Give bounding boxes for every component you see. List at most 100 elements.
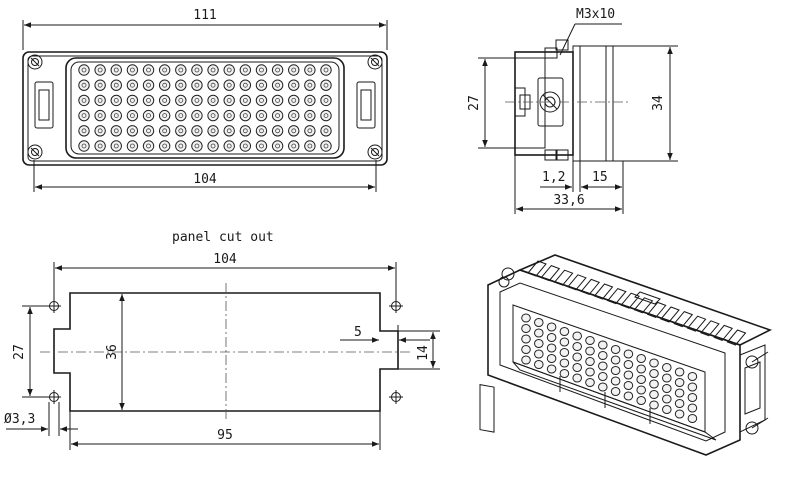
contact-pin-core — [162, 98, 168, 103]
iso-contact-pin — [559, 369, 570, 378]
contact-pin — [126, 109, 139, 122]
contact-pin-core — [162, 67, 168, 73]
contact-pin — [94, 109, 106, 122]
contact-pin — [223, 109, 235, 122]
iso-contact-pin — [649, 358, 659, 368]
iso-fin — [673, 311, 694, 328]
iso-contact-pin — [649, 369, 659, 378]
contact-pin — [207, 109, 219, 122]
contact-pin-core — [242, 67, 248, 73]
front-view: 111 104 — [22, 8, 388, 192]
iso-contact-pin — [534, 360, 544, 369]
iso-fin — [713, 324, 734, 341]
dim-33-6-label: 33,6 — [553, 193, 584, 208]
contact-pin-core — [178, 82, 184, 88]
contact-pin-core — [210, 82, 216, 88]
iso-contact-pin — [572, 331, 583, 341]
contact-pin — [158, 79, 171, 91]
contact-pin — [142, 79, 155, 91]
contact-pin — [94, 140, 106, 152]
contact-pin-core — [194, 67, 200, 73]
contact-pin-core — [226, 67, 232, 73]
contact-pin-core — [226, 98, 232, 103]
contact-pin-core — [113, 82, 119, 88]
contact-pin — [320, 125, 332, 137]
contact-pin-core — [307, 143, 313, 149]
contact-pin — [78, 94, 90, 107]
contact-pin — [142, 140, 155, 152]
iso-contact-pin — [623, 360, 634, 369]
contact-pin — [191, 109, 203, 122]
contact-pin-core — [307, 82, 313, 88]
contact-pin-core — [210, 67, 216, 73]
contact-pin-core — [275, 98, 281, 103]
contact-pin-core — [259, 67, 264, 73]
contact-pin-core — [97, 143, 103, 149]
contact-pin — [255, 140, 268, 152]
contact-pin-core — [194, 128, 200, 134]
contact-pin-core — [81, 82, 87, 88]
contact-pin-grid — [78, 64, 332, 152]
iso-contact-pin — [636, 354, 647, 363]
iso-contact-pin — [662, 394, 672, 404]
contact-pin-core — [259, 98, 264, 103]
contact-pin-core — [81, 98, 87, 103]
contact-pin — [239, 64, 252, 76]
contact-pin — [110, 94, 122, 107]
contact-pin — [78, 79, 90, 91]
contact-pin-core — [323, 128, 329, 134]
contact-pin-core — [113, 128, 119, 134]
contact-pin-core — [323, 113, 329, 118]
iso-fin — [606, 288, 627, 305]
contact-pin — [78, 125, 90, 137]
contact-pin-core — [178, 67, 184, 73]
m3-leader-line — [559, 23, 576, 56]
panel-cutout-view: panel cut out 104 27 36 5 — [4, 230, 440, 450]
contact-pin — [288, 140, 300, 152]
contact-pin — [271, 64, 284, 76]
front-latches — [34, 81, 376, 129]
contact-pin-core — [275, 143, 281, 149]
iso-contact-pin — [572, 352, 583, 362]
iso-contact-pin — [687, 393, 698, 402]
iso-contact-pin — [636, 375, 647, 384]
contact-pin — [288, 109, 300, 122]
contact-pin-core — [81, 113, 87, 118]
contact-pin — [175, 94, 187, 107]
contact-pin-core — [307, 98, 313, 103]
contact-pin-core — [146, 98, 151, 103]
contact-pin — [110, 109, 122, 122]
iso-contact-pin — [572, 342, 583, 351]
iso-contact-pin — [623, 391, 634, 401]
contact-pin-core — [81, 128, 87, 134]
iso-contact-pin — [674, 409, 685, 419]
contact-pin — [255, 125, 268, 137]
contact-pin-core — [129, 143, 135, 149]
iso-contact-pin — [649, 400, 659, 410]
iso-fin — [726, 329, 747, 346]
iso-contact-pin — [521, 313, 531, 323]
contact-pin-core — [242, 143, 248, 149]
contact-pin-core — [162, 82, 168, 88]
contact-pin — [94, 94, 106, 107]
contact-pin — [78, 64, 90, 76]
iso-contact-pin — [636, 396, 647, 405]
contact-pin-core — [291, 67, 297, 73]
contact-pin — [239, 79, 252, 91]
contact-pin-core — [178, 128, 184, 134]
iso-contact-pin — [687, 372, 698, 381]
contact-pin-core — [129, 98, 135, 103]
iso-contact-pin — [610, 345, 621, 354]
contact-pin-core — [162, 113, 168, 118]
contact-pin — [207, 94, 219, 107]
front-screws — [27, 54, 383, 160]
contact-pin — [304, 109, 316, 122]
contact-pin — [158, 140, 171, 152]
iso-contact-pin — [534, 318, 544, 327]
iso-contact-pin — [610, 355, 621, 365]
panel-cutout-title: panel cut out — [172, 230, 274, 245]
iso-contact-pin — [662, 373, 672, 383]
front-insert-outline — [65, 57, 345, 159]
contact-pin-core — [210, 98, 216, 103]
contact-pin — [142, 94, 155, 107]
